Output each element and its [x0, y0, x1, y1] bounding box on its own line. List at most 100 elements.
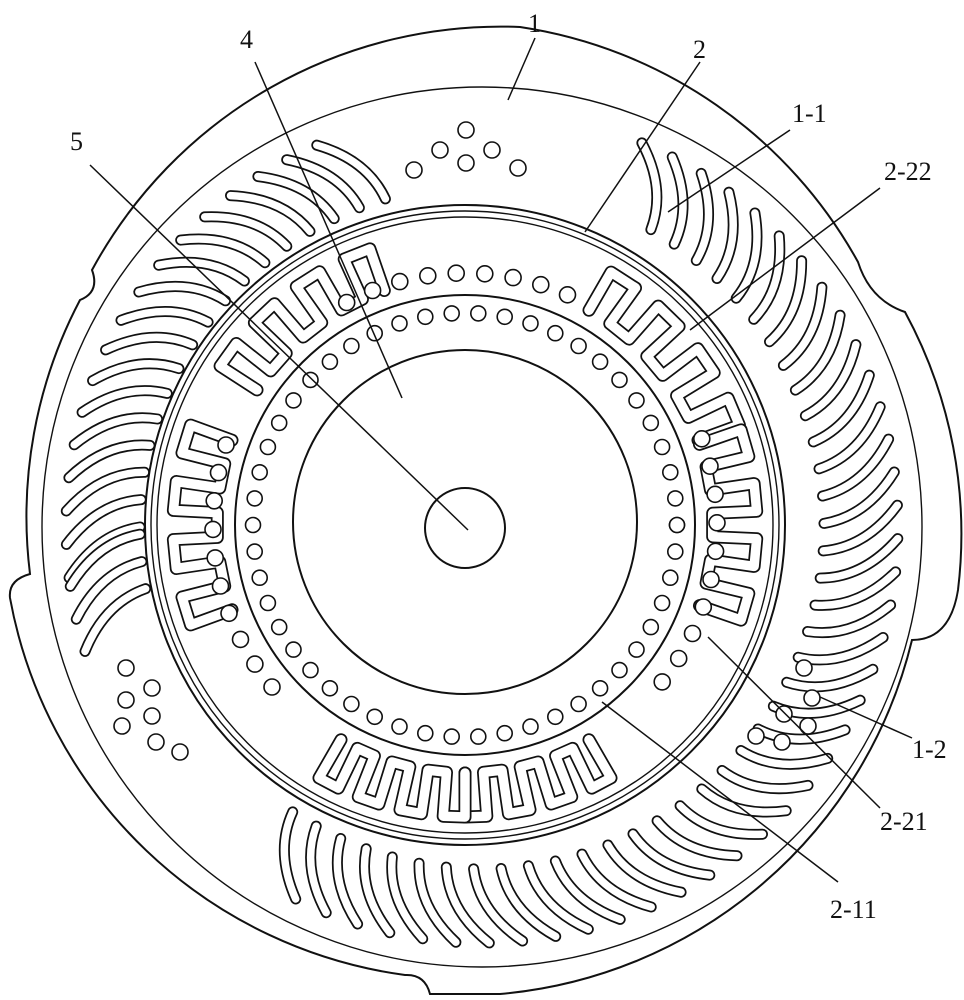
serpentine-channel-interior	[589, 272, 739, 440]
outer-hole	[148, 734, 164, 750]
rim-inner-edge	[42, 87, 922, 967]
inner-hole	[663, 465, 678, 480]
outer-hole	[796, 660, 812, 676]
inner-hole	[344, 339, 359, 354]
outer-hole	[458, 155, 474, 171]
middle-hole	[505, 270, 521, 286]
middle-hole	[205, 521, 221, 537]
inner-hole	[252, 465, 267, 480]
inner-hole	[523, 316, 538, 331]
inner-hole	[286, 393, 301, 408]
serpentine-channels	[173, 249, 756, 817]
middle-hole	[213, 578, 229, 594]
outer-hole	[144, 680, 160, 696]
inner-hole	[497, 726, 512, 741]
outer-hole	[172, 744, 188, 760]
middle-hole	[694, 431, 710, 447]
inner-hole	[444, 729, 459, 744]
middle-hole	[560, 287, 576, 303]
inner-hole	[260, 596, 275, 611]
middle-hole	[365, 283, 381, 299]
middle-hole	[709, 515, 725, 531]
inner-hole	[670, 518, 685, 533]
middle-hole	[339, 295, 355, 311]
serpentine-channel	[589, 272, 739, 440]
middle-hole	[708, 543, 724, 559]
inner-hole	[322, 354, 337, 369]
inner-hole	[392, 316, 407, 331]
inner-hole	[523, 719, 538, 734]
inner-hole	[629, 393, 644, 408]
middle-hole	[654, 674, 670, 690]
inner-hole	[272, 415, 287, 430]
middle-hole	[702, 458, 718, 474]
middle-hole	[685, 626, 701, 642]
inner-hole	[471, 306, 486, 321]
middle-hole	[233, 631, 249, 647]
middle-hole	[392, 274, 408, 290]
middle-hole	[533, 277, 549, 293]
inner-hole	[593, 681, 608, 696]
hub-4	[293, 350, 637, 694]
outer-slot-interior	[311, 826, 327, 913]
outer-hole	[804, 690, 820, 706]
outer-hole	[484, 142, 500, 158]
middle-hole	[671, 651, 687, 667]
outer-hole	[118, 660, 134, 676]
outer-hole	[748, 728, 764, 744]
middle-hole	[218, 437, 234, 453]
inner-hole	[548, 326, 563, 341]
middle-hole	[211, 465, 227, 481]
inner-hole	[246, 518, 261, 533]
inner-hole	[663, 570, 678, 585]
inner-hole	[367, 326, 382, 341]
label-2: 2	[693, 35, 706, 64]
leader-2-22	[690, 188, 880, 330]
inner-ring	[235, 295, 695, 755]
label-1-1: 1-1	[792, 99, 827, 128]
middle-hole	[420, 268, 436, 284]
label-2-21: 2-21	[880, 807, 928, 836]
inner-hole	[247, 544, 262, 559]
inner-hole	[548, 709, 563, 724]
middle-hole	[264, 679, 280, 695]
inner-hole	[629, 642, 644, 657]
outer-hole	[458, 122, 474, 138]
inner-hole	[286, 642, 301, 657]
leader-1	[508, 38, 535, 100]
inner-hole	[344, 697, 359, 712]
label-2-11: 2-11	[830, 895, 877, 924]
inner-hole	[593, 354, 608, 369]
inner-hole	[367, 709, 382, 724]
middle-hole	[206, 493, 222, 509]
middle-hole	[477, 266, 493, 282]
inner-hole-rings	[205, 265, 725, 744]
inner-hole	[322, 681, 337, 696]
outer-slot-interior	[93, 364, 179, 381]
plate-ring-outer	[145, 205, 785, 845]
inner-hole	[247, 491, 262, 506]
middle-hole	[207, 550, 223, 566]
outer-hole	[510, 160, 526, 176]
inner-hole	[497, 309, 512, 324]
inner-hole	[418, 726, 433, 741]
inner-hole	[612, 372, 627, 387]
label-5: 5	[70, 127, 83, 156]
outer-hole	[432, 142, 448, 158]
label-1-2: 1-2	[912, 735, 947, 764]
middle-hole	[695, 599, 711, 615]
inner-hole	[655, 440, 670, 455]
middle-hole	[247, 656, 263, 672]
inner-hole	[643, 620, 658, 635]
inner-hole	[612, 663, 627, 678]
inner-hole	[252, 570, 267, 585]
outer-rim	[10, 27, 962, 994]
outer-hole	[118, 692, 134, 708]
inner-hole	[418, 309, 433, 324]
inner-hole	[303, 372, 318, 387]
inner-hole	[571, 697, 586, 712]
outer-hole	[144, 708, 160, 724]
inner-hole	[668, 491, 683, 506]
